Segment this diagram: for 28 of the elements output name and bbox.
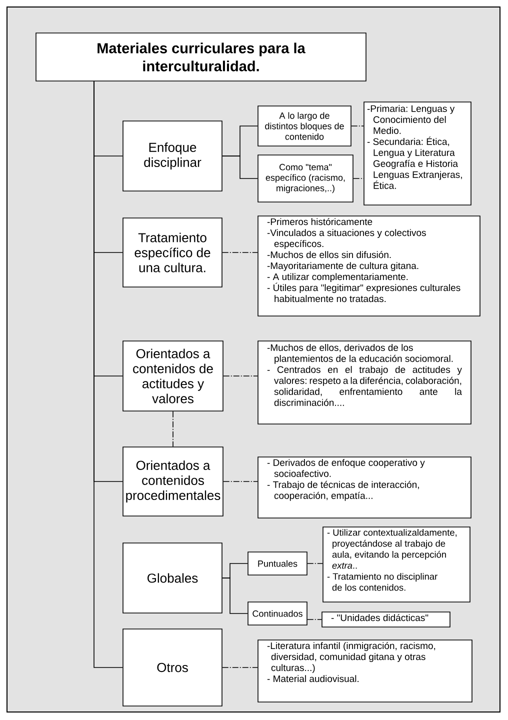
option-box: Como "tema" específico (racismo, migraciones,..) xyxy=(258,154,354,202)
connector-line xyxy=(222,667,258,668)
connector-line xyxy=(94,81,123,668)
category-box: Enfoque disciplinar xyxy=(122,120,222,192)
connector-line xyxy=(307,619,322,620)
note-box: - Utilizar contextualizaldamente, proyectándose al trabajo de aula, evitando la percepción extra.. - Tratamiento no disciplinar de los contenidos. xyxy=(322,526,470,602)
note-box: - "Unidades didácticas" xyxy=(322,612,450,628)
note-box: - Derivados de enfoque cooperativo y socioafectivo. - Trabajo de técnicas de interacción, cooperación, empatía... xyxy=(258,456,472,518)
connector-line xyxy=(223,481,258,482)
connector-line xyxy=(172,411,174,447)
title-box: Materiales curriculares para la interculturalidad. xyxy=(36,32,366,82)
note-box: -Muchos de ellos, derivados de los plantemientos de la educación sociomoral. - Centrados en el trabajo de actitudes y valores: respeto a la diferéncia, colaboración, solidaridad, enfrentamiento ante la discriminación.... xyxy=(258,340,472,424)
category-box: Globales xyxy=(122,542,222,614)
category-box: Otros xyxy=(122,628,222,706)
option-box: A lo largo de distintos bloques de contenido xyxy=(258,106,352,146)
note-box: -Literatura infantil (inmigración, racismo, diversidad, comunidad gitana y otras culturas...) - Material audiovisual. xyxy=(258,640,472,702)
note-box: -Primaria: Lenguas y Conocimiento del Medio. - Secundaria: Ética, Lengua y Literatura Geografía e Historia Lenguas Extranjeras, Ética. xyxy=(364,102,472,206)
connector-line xyxy=(307,563,323,564)
connector-line xyxy=(353,178,364,179)
category-box: Orientados a contenidos de actitudes y valores xyxy=(122,340,224,412)
connector-line xyxy=(222,578,248,614)
connector-line xyxy=(222,156,258,179)
option-box: Continuados xyxy=(248,602,308,626)
option-box: Puntuales xyxy=(248,552,308,576)
note-box: -Primeros históricamente -Vinculados a situaciones y colectivos específicos. -Muchos de ellos sin difusión. -Mayoritariamente de cultura gitana. - A utilizar complementariamente. - Útiles para "legitimar" expresiones culturales habitualmente no tratadas. xyxy=(258,216,480,316)
category-box: Orientados a contenidos procedimentales xyxy=(122,446,224,516)
category-box: Tratamiento específico de una cultura. xyxy=(122,218,222,288)
connector-line xyxy=(222,252,258,253)
